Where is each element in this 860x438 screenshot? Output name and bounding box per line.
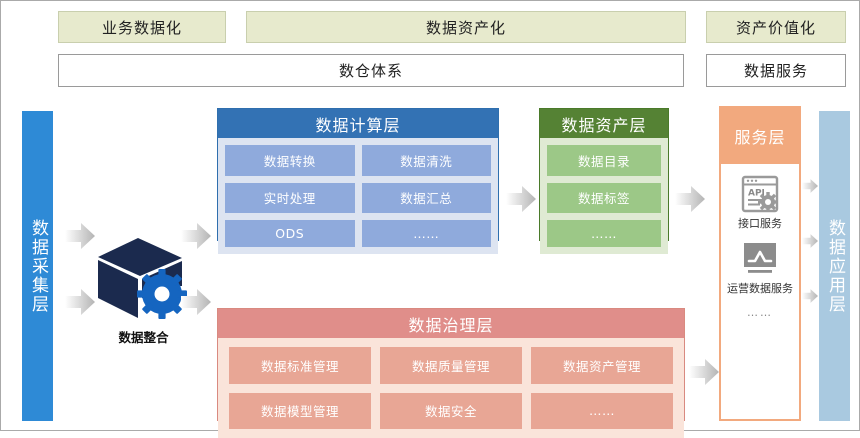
layer-data-governance-title: 数据治理层 [218,309,684,338]
cell-compute-more[interactable]: …… [361,220,491,247]
layer-service-title: 服务层 [719,106,801,164]
service-item-operation-label: 运营数据服务 [727,281,793,295]
cell-data-standard-mgmt[interactable]: 数据标准管理 [229,347,371,384]
arrow-governance-to-service [689,359,719,385]
cube-gear-icon [98,238,187,319]
service-item-api-label: 接口服务 [738,217,782,230]
cell-data-security[interactable]: 数据安全 [380,392,522,429]
cell-data-catalog[interactable]: 数据目录 [547,145,661,176]
subbanner-warehouse-system: 数仓体系 [58,54,684,87]
service-more: …… [747,305,773,319]
cell-data-model-mgmt[interactable]: 数据模型管理 [229,392,371,429]
banner-asset-valuation: 资产价值化 [706,11,846,43]
layer-data-compute-title: 数据计算层 [218,109,498,138]
layer-data-governance: 数据治理层 数据标准管理 数据质量管理 数据资产管理 数据模型管理 数据安全 …… [217,308,685,438]
arrow-service-to-application-1 [802,179,818,193]
cell-data-quality-mgmt[interactable]: 数据质量管理 [380,347,522,384]
layer-data-asset-title: 数据资产层 [540,109,668,138]
cell-governance-more[interactable]: …… [531,392,673,429]
cell-realtime-processing[interactable]: 实时处理 [225,182,355,214]
layer-data-asset-cells: 数据目录 数据标签 …… [540,138,668,254]
monitor-chart-icon [744,242,776,273]
banner-business-datafication: 业务数据化 [58,11,226,43]
arrow-integration-to-governance [181,289,211,315]
svg-text:API: API [748,189,765,199]
arrow-asset-to-service [675,186,705,212]
data-integration-icon-group: 数据整合 [96,236,191,346]
layer-data-governance-cells: 数据标准管理 数据质量管理 数据资产管理 数据模型管理 数据安全 …… [218,338,684,438]
cell-data-tag[interactable]: 数据标签 [547,182,661,214]
layer-service: 服务层 API [719,106,801,421]
arrow-service-to-application-2 [802,234,818,248]
cell-ods[interactable]: ODS [225,220,355,247]
banner-data-assetization: 数据资产化 [246,11,686,43]
cell-data-asset-mgmt[interactable]: 数据资产管理 [531,347,673,384]
cell-data-cleaning[interactable]: 数据清洗 [361,145,491,176]
cell-data-transform[interactable]: 数据转换 [225,145,355,176]
arrow-collect-to-integration-top [65,223,95,249]
column-data-collection-layer: 数据采集层 [22,111,53,421]
layer-data-compute-cells: 数据转换 数据清洗 实时处理 数据汇总 ODS …… [218,138,498,254]
data-integration-label: 数据整合 [118,330,169,345]
cell-asset-more[interactable]: …… [547,220,661,247]
column-data-application-layer: 数据应用层 [819,111,850,421]
arrow-integration-to-compute [181,223,211,249]
cell-data-aggregation[interactable]: 数据汇总 [361,182,491,214]
api-window-gear-icon: API [741,175,779,213]
layer-data-asset: 数据资产层 数据目录 数据标签 …… [539,108,669,254]
subbanner-data-service: 数据服务 [706,54,846,87]
arrow-service-to-application-3 [802,289,818,303]
arrow-compute-to-asset [506,186,536,212]
arrow-collect-to-integration-bottom [65,289,95,315]
layer-service-items: API 接口服务 [719,164,801,421]
layer-data-compute: 数据计算层 数据转换 数据清洗 实时处理 数据汇总 ODS …… [217,108,499,254]
